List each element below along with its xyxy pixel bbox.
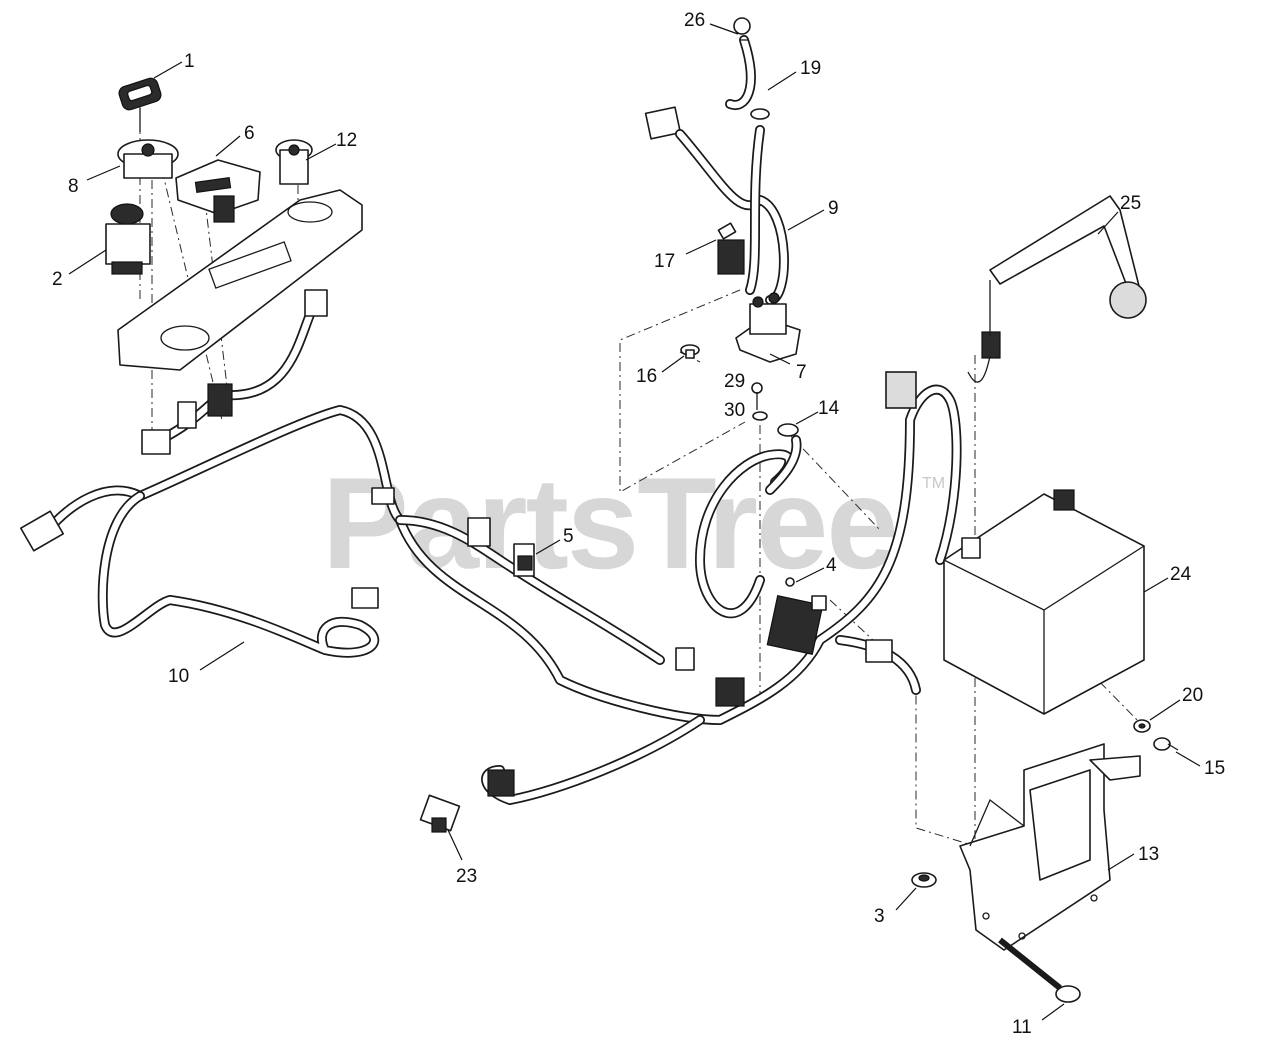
brake-switch (419, 794, 461, 833)
connector-block (675, 647, 695, 671)
callout-10: 10 (168, 666, 189, 687)
connector-block (467, 517, 491, 547)
hour-meter (175, 159, 261, 223)
callout-7: 7 (796, 362, 807, 383)
connector-block (865, 639, 893, 663)
callout-24: 24 (1170, 564, 1192, 585)
sub-harness (644, 106, 789, 305)
callout-6: 6 (244, 123, 255, 144)
ignition-key (118, 77, 162, 132)
callout-30: 30 (724, 400, 745, 421)
callout-15: 15 (1204, 758, 1225, 779)
ignition-switch (117, 139, 179, 179)
wire-harness (35, 295, 962, 805)
relay-module (766, 577, 827, 655)
callout-5: 5 (563, 526, 574, 547)
callout-8: 8 (68, 176, 79, 197)
callout-labels: 1 2 3 4 5 6 7 8 9 10 11 12 13 14 15 16 1… (52, 10, 1225, 1038)
terminal-washer (1133, 719, 1151, 733)
callout-16: 16 (636, 366, 657, 387)
starter-solenoid (735, 292, 801, 363)
battery-strap (967, 195, 1147, 383)
fuse-holder (717, 222, 745, 275)
callout-11: 11 (1012, 1017, 1032, 1038)
connector-block (177, 401, 197, 429)
connector-plug (19, 510, 65, 552)
seat-switch-connector (513, 543, 535, 577)
battery (943, 489, 1145, 715)
mounting-screw (680, 344, 700, 359)
connector-block (304, 289, 328, 317)
connector-block (715, 677, 745, 707)
callout-17: 17 (654, 251, 675, 272)
harness-clip (371, 487, 395, 505)
callout-19: 19 (800, 58, 821, 79)
ground-cable (765, 423, 802, 495)
terminal-screw (1153, 737, 1179, 751)
ring-terminal (750, 108, 770, 120)
connector-block (141, 429, 171, 455)
callout-29: 29 (724, 371, 745, 392)
callout-3: 3 (874, 906, 885, 927)
battery-cable-positive (725, 17, 756, 110)
connector-block (487, 769, 515, 797)
terminal-boot (885, 371, 917, 409)
callout-14: 14 (818, 398, 840, 419)
callout-9: 9 (828, 198, 839, 219)
bolt-and-washer (751, 382, 768, 421)
leader-lines (68, 23, 1201, 1021)
watermark-trademark: TM (922, 475, 945, 492)
callout-4: 4 (826, 555, 837, 576)
callout-26: 26 (684, 10, 705, 31)
connector-block (207, 383, 233, 417)
battery-tray (959, 743, 1141, 951)
power-outlet (275, 139, 313, 185)
callout-2: 2 (52, 269, 63, 290)
callout-12: 12 (336, 130, 357, 151)
pto-switch (105, 203, 151, 275)
callout-25: 25 (1120, 193, 1141, 214)
dash-panel (117, 189, 363, 371)
flange-nut (911, 872, 937, 888)
callout-1: 1 (184, 51, 195, 72)
callout-13: 13 (1138, 844, 1159, 865)
carriage-bolt (998, 937, 1081, 1003)
callout-23: 23 (456, 866, 477, 887)
harness-connectors (19, 289, 917, 797)
connector-block (351, 587, 379, 609)
callout-20: 20 (1182, 685, 1203, 706)
